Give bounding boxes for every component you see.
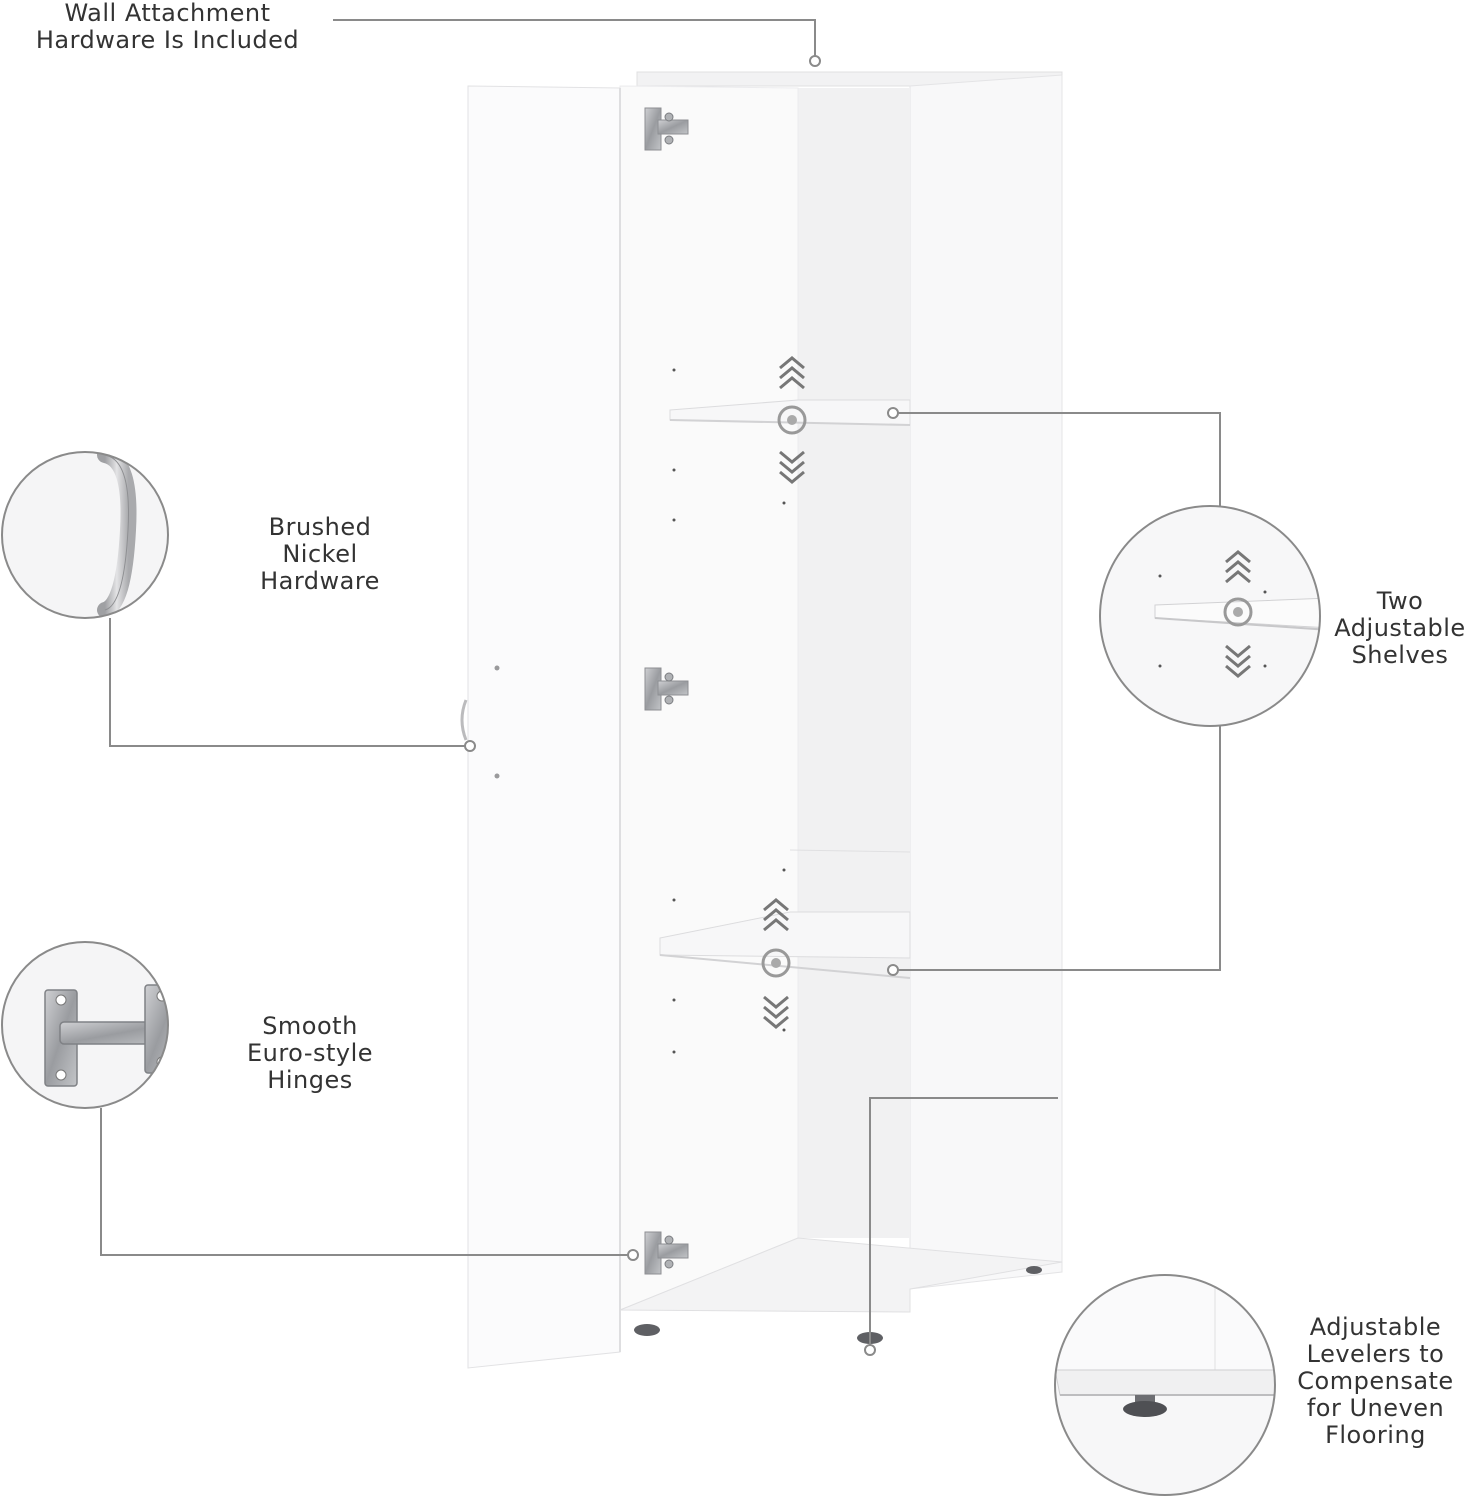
hinges-label-line-3: Hinges <box>267 1066 353 1094</box>
callout-markers <box>464 55 899 1356</box>
shelves-label-line-2: Adjustable <box>1334 614 1466 642</box>
wall-attachment-label-line-1: Wall Attachment <box>64 0 271 27</box>
shelf-adjust-arrows-lower <box>761 898 791 1029</box>
shelves-label-line-1: Two <box>1376 587 1424 615</box>
cabinet-side-panel <box>909 74 1063 1290</box>
wall-attachment-label-line-2: Hardware Is Included <box>35 26 300 54</box>
hinge-top <box>644 107 689 151</box>
cabinet-bottom <box>619 1237 1063 1313</box>
hinges-label: Smooth Euro-style Hinges <box>225 1013 395 1094</box>
shelf-detail-circle <box>1099 505 1321 727</box>
leveler-icon <box>1055 1275 1275 1417</box>
cabinet-door <box>467 85 621 1369</box>
hinges-label-line-2: Euro-style <box>246 1039 374 1067</box>
shelves-label: Two Adjustable Shelves <box>1330 588 1470 669</box>
callout-lines <box>100 19 1221 1350</box>
cabinet <box>460 71 1063 1369</box>
levelers-label: Adjustable Levelers to Compensate for Un… <box>1288 1314 1463 1449</box>
handle-hardware-label-line-3: Hardware <box>260 567 380 595</box>
hinge-middle <box>644 667 689 711</box>
shelves-label-line-3: Shelves <box>1351 641 1449 669</box>
handle-hardware-label: Brushed Nickel Hardware <box>240 514 400 595</box>
wall-attachment-label: Wall Attachment Hardware Is Included <box>20 0 315 54</box>
hinge-bottom <box>644 1231 689 1275</box>
levelers-label-line-5: Flooring <box>1325 1421 1426 1449</box>
hinge-detail-circle <box>1 941 169 1109</box>
handle-detail-circle <box>1 451 169 619</box>
cabinet-back-panel <box>798 88 910 1238</box>
handle-hardware-label-line-2: Nickel <box>282 540 358 568</box>
shelf-adjust-icon <box>1154 550 1320 678</box>
levelers-label-line-2: Levelers to <box>1306 1340 1445 1368</box>
shelf-pin-holes <box>672 368 786 1054</box>
handle-hardware-label-line-1: Brushed <box>268 513 372 541</box>
handle-icon <box>97 452 137 618</box>
levelers-label-line-3: Compensate <box>1297 1367 1454 1395</box>
hinges-label-line-1: Smooth <box>262 1012 358 1040</box>
leveler-detail-circle <box>1054 1274 1276 1496</box>
levelers-label-line-4: for Uneven <box>1306 1394 1445 1422</box>
levelers-label-line-1: Adjustable <box>1309 1313 1442 1341</box>
shelf-adjust-arrows-upper <box>777 356 807 484</box>
